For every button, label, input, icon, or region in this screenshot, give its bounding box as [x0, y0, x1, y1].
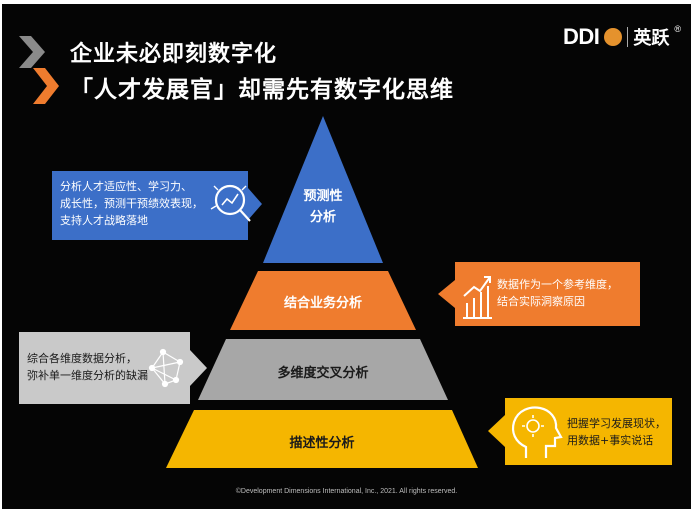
callout-predictive-line: 成长性，预测干预绩效表现，: [60, 197, 203, 210]
globe-icon: [604, 28, 623, 46]
logo-separator: [627, 27, 629, 47]
pyramid-level-business: [230, 271, 416, 330]
pyramid-level-predictive: [263, 116, 383, 263]
pyramid-label-predictive: 预测性 分析: [293, 186, 353, 228]
pyramid-level-descriptive: [166, 410, 478, 468]
title-line-2: 「人才发展官」却需先有数字化思维: [70, 77, 454, 103]
callout-cross-line: 综合各维度数据分析，: [27, 352, 137, 365]
callout-predictive-line: 分析人才适应性、学习力、: [60, 180, 192, 193]
magnifier-chart-icon: [210, 184, 251, 222]
logo-ddi: DDI: [562, 24, 600, 49]
pyramid-level-cross: [198, 339, 448, 400]
chevron-icon: [19, 36, 59, 104]
pyramid-label-predictive-line2: 分析: [309, 210, 336, 225]
callout-descriptive: [488, 398, 672, 465]
pyramid-label-predictive-line1: 预测性: [303, 189, 343, 204]
callout-cross-text: 综合各维度数据分析， 弥补单一维度分析的缺漏: [27, 350, 148, 384]
callout-cross-line: 弥补单一维度分析的缺漏: [27, 369, 148, 382]
callout-descriptive-line: 用数据+事实说话: [567, 434, 654, 447]
pyramid-label-cross: 多维度交叉分析: [277, 366, 369, 381]
callout-predictive: [52, 171, 262, 240]
logo-partner: 英跃: [633, 28, 670, 48]
callout-predictive-line: 支持人才战略落地: [60, 214, 148, 227]
pyramid-label-business: 结合业务分析: [283, 296, 362, 311]
pyramid-label-descriptive: 描述性分析: [289, 436, 355, 451]
callout-business-text: 数据作为一个参考维度， 结合实际洞察原因: [497, 276, 618, 310]
callout-descriptive-text: 把握学习发展现状， 用数据+事实说话: [567, 415, 666, 449]
callout-descriptive-line: 把握学习发展现状，: [567, 417, 666, 430]
callout-predictive-text: 分析人才适应性、学习力、 成长性，预测干预绩效表现， 支持人才战略落地: [60, 178, 203, 229]
network-icon: [148, 348, 184, 388]
title-line-1: 企业未必即刻数字化: [70, 42, 278, 67]
company-logo: DDI 英跃 ®: [563, 24, 681, 50]
registered-mark: ®: [674, 24, 681, 34]
callout-cross: [19, 332, 207, 404]
head-brain-icon: [511, 406, 563, 458]
callout-business-line: 结合实际洞察原因: [497, 295, 585, 308]
callout-business-line: 数据作为一个参考维度，: [497, 278, 618, 291]
bar-chart-growth-icon: [463, 276, 492, 319]
copyright-footer: ©Development Dimensions International, I…: [235, 488, 458, 495]
